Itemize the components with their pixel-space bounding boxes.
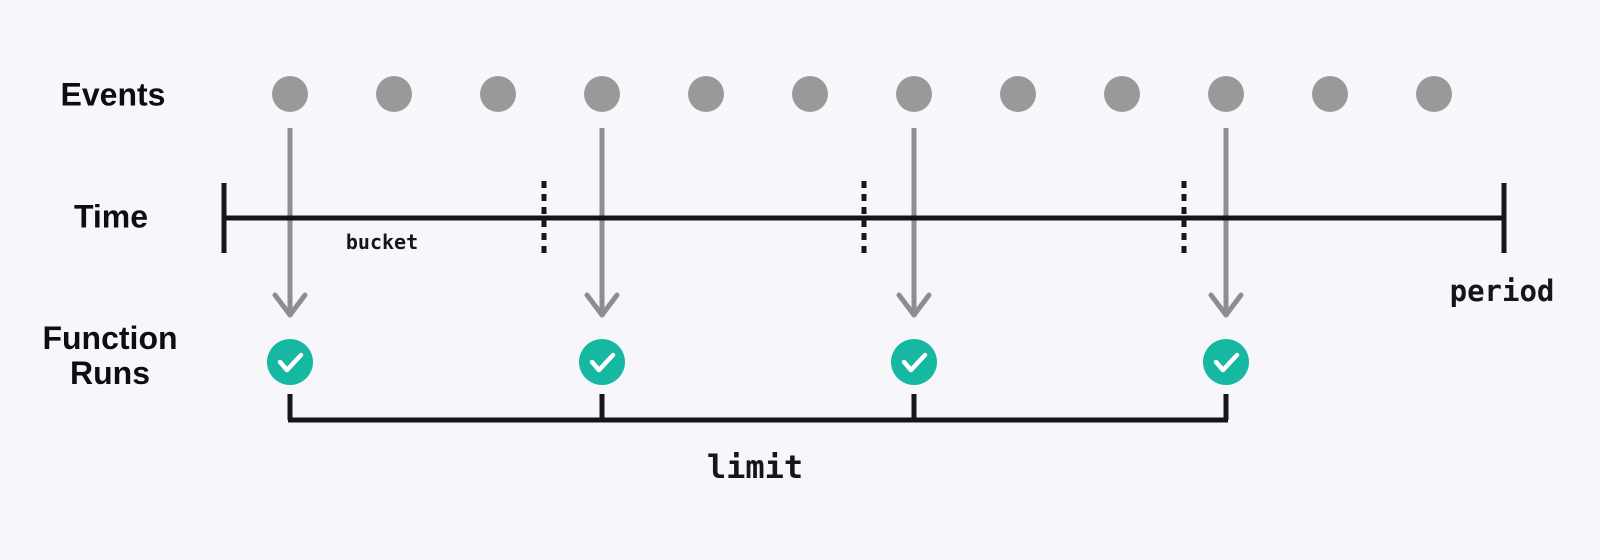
event-dot-7 [896, 76, 932, 112]
events-row-label: Events [60, 76, 166, 113]
event-dot-10 [1208, 76, 1244, 112]
event-dot-11 [1312, 76, 1348, 112]
function-runs-row-label: Function Runs [42, 321, 177, 391]
event-dot-1 [272, 76, 308, 112]
event-dot-9 [1104, 76, 1140, 112]
event-dot-12 [1416, 76, 1452, 112]
function-run-circle-3 [891, 339, 937, 385]
event-arrow-head-4 [1208, 292, 1244, 318]
bucket-annotation-label: bucket [345, 230, 419, 254]
function-runs-label-line2: Runs [69, 355, 150, 391]
limit-annotation-label: limit [706, 448, 804, 486]
check-icon-4 [1213, 352, 1240, 373]
function-run-circle-2 [579, 339, 625, 385]
check-icon-3 [901, 352, 928, 373]
event-dot-8 [1000, 76, 1036, 112]
function-runs-label-line1: Function [42, 320, 178, 356]
period-annotation-label: period [1449, 274, 1555, 308]
event-arrow-head-3 [896, 292, 932, 318]
check-icon-2 [589, 352, 616, 373]
event-dot-2 [376, 76, 412, 112]
event-arrow-head-2 [584, 292, 620, 318]
time-row-label-text: Time [73, 198, 149, 235]
event-dot-5 [688, 76, 724, 112]
time-row-label: Time [73, 198, 149, 235]
event-dot-6 [792, 76, 828, 112]
event-dot-4 [584, 76, 620, 112]
event-arrow-head-1 [272, 292, 308, 318]
check-icon-1 [277, 352, 304, 373]
function-run-circle-4 [1203, 339, 1249, 385]
function-run-circle-1 [267, 339, 313, 385]
event-dot-3 [480, 76, 516, 112]
